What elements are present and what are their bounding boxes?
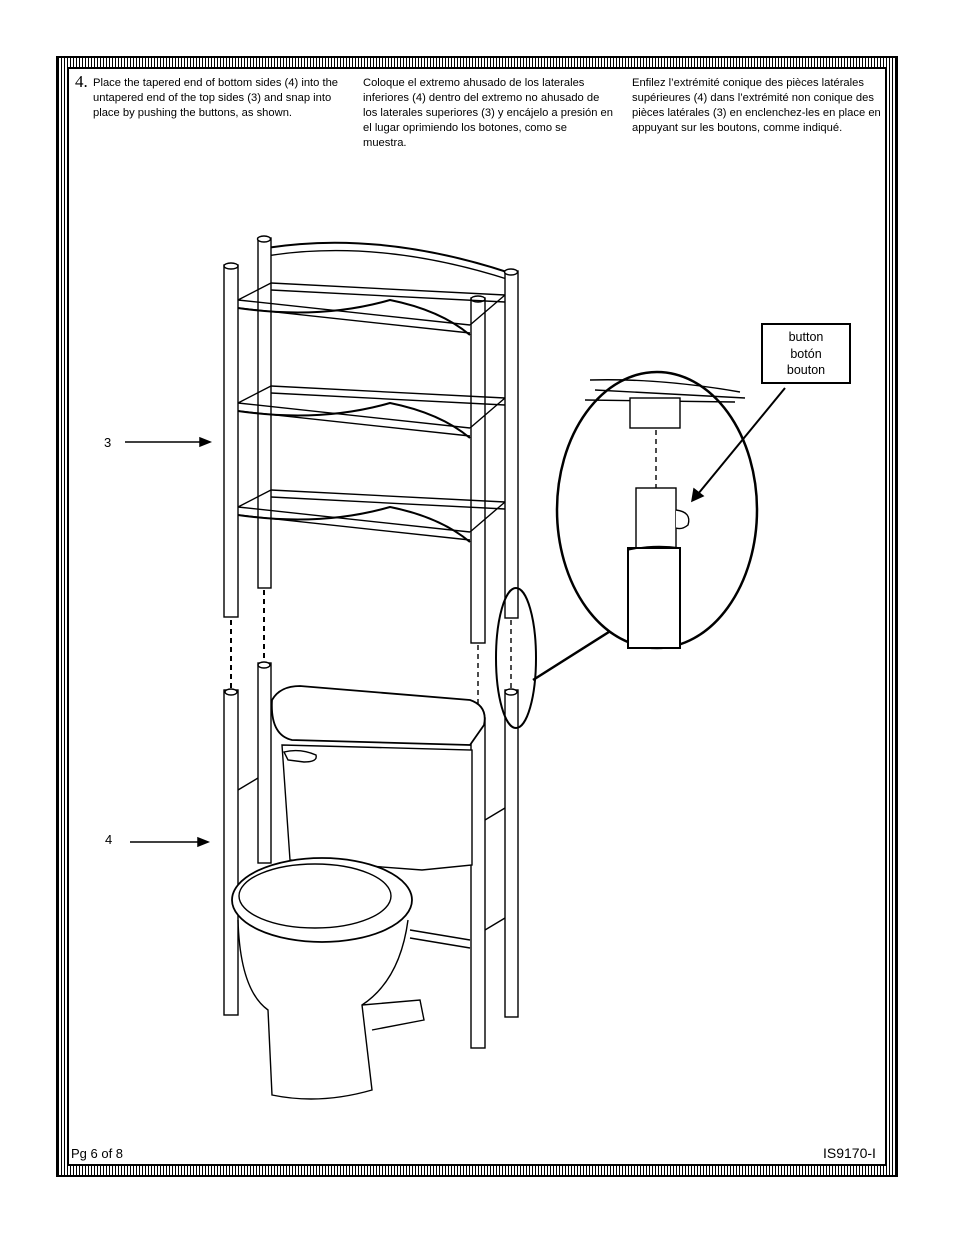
instruction-english: Place the tapered end of bottom sides (4…	[93, 77, 339, 119]
step-number: 4.	[75, 72, 88, 91]
callout-button-english: button	[788, 330, 824, 344]
button-callout-box: button botón bouton	[761, 323, 851, 384]
part-label-bottom-sides: 4	[105, 832, 113, 847]
document-code: IS9170-I	[823, 1145, 876, 1161]
instruction-spanish: Coloque el extremo ahusado de los latera…	[363, 77, 613, 149]
callout-button-french: bouton	[786, 363, 826, 377]
instruction-french: Enfilez l’extrémité conique des pièces l…	[632, 77, 881, 134]
page-number: Pg 6 of 8	[71, 1146, 124, 1161]
part-label-top-sides: 3	[104, 435, 112, 450]
page-border-outer	[56, 56, 898, 1177]
callout-button-spanish: botón	[790, 346, 822, 361]
